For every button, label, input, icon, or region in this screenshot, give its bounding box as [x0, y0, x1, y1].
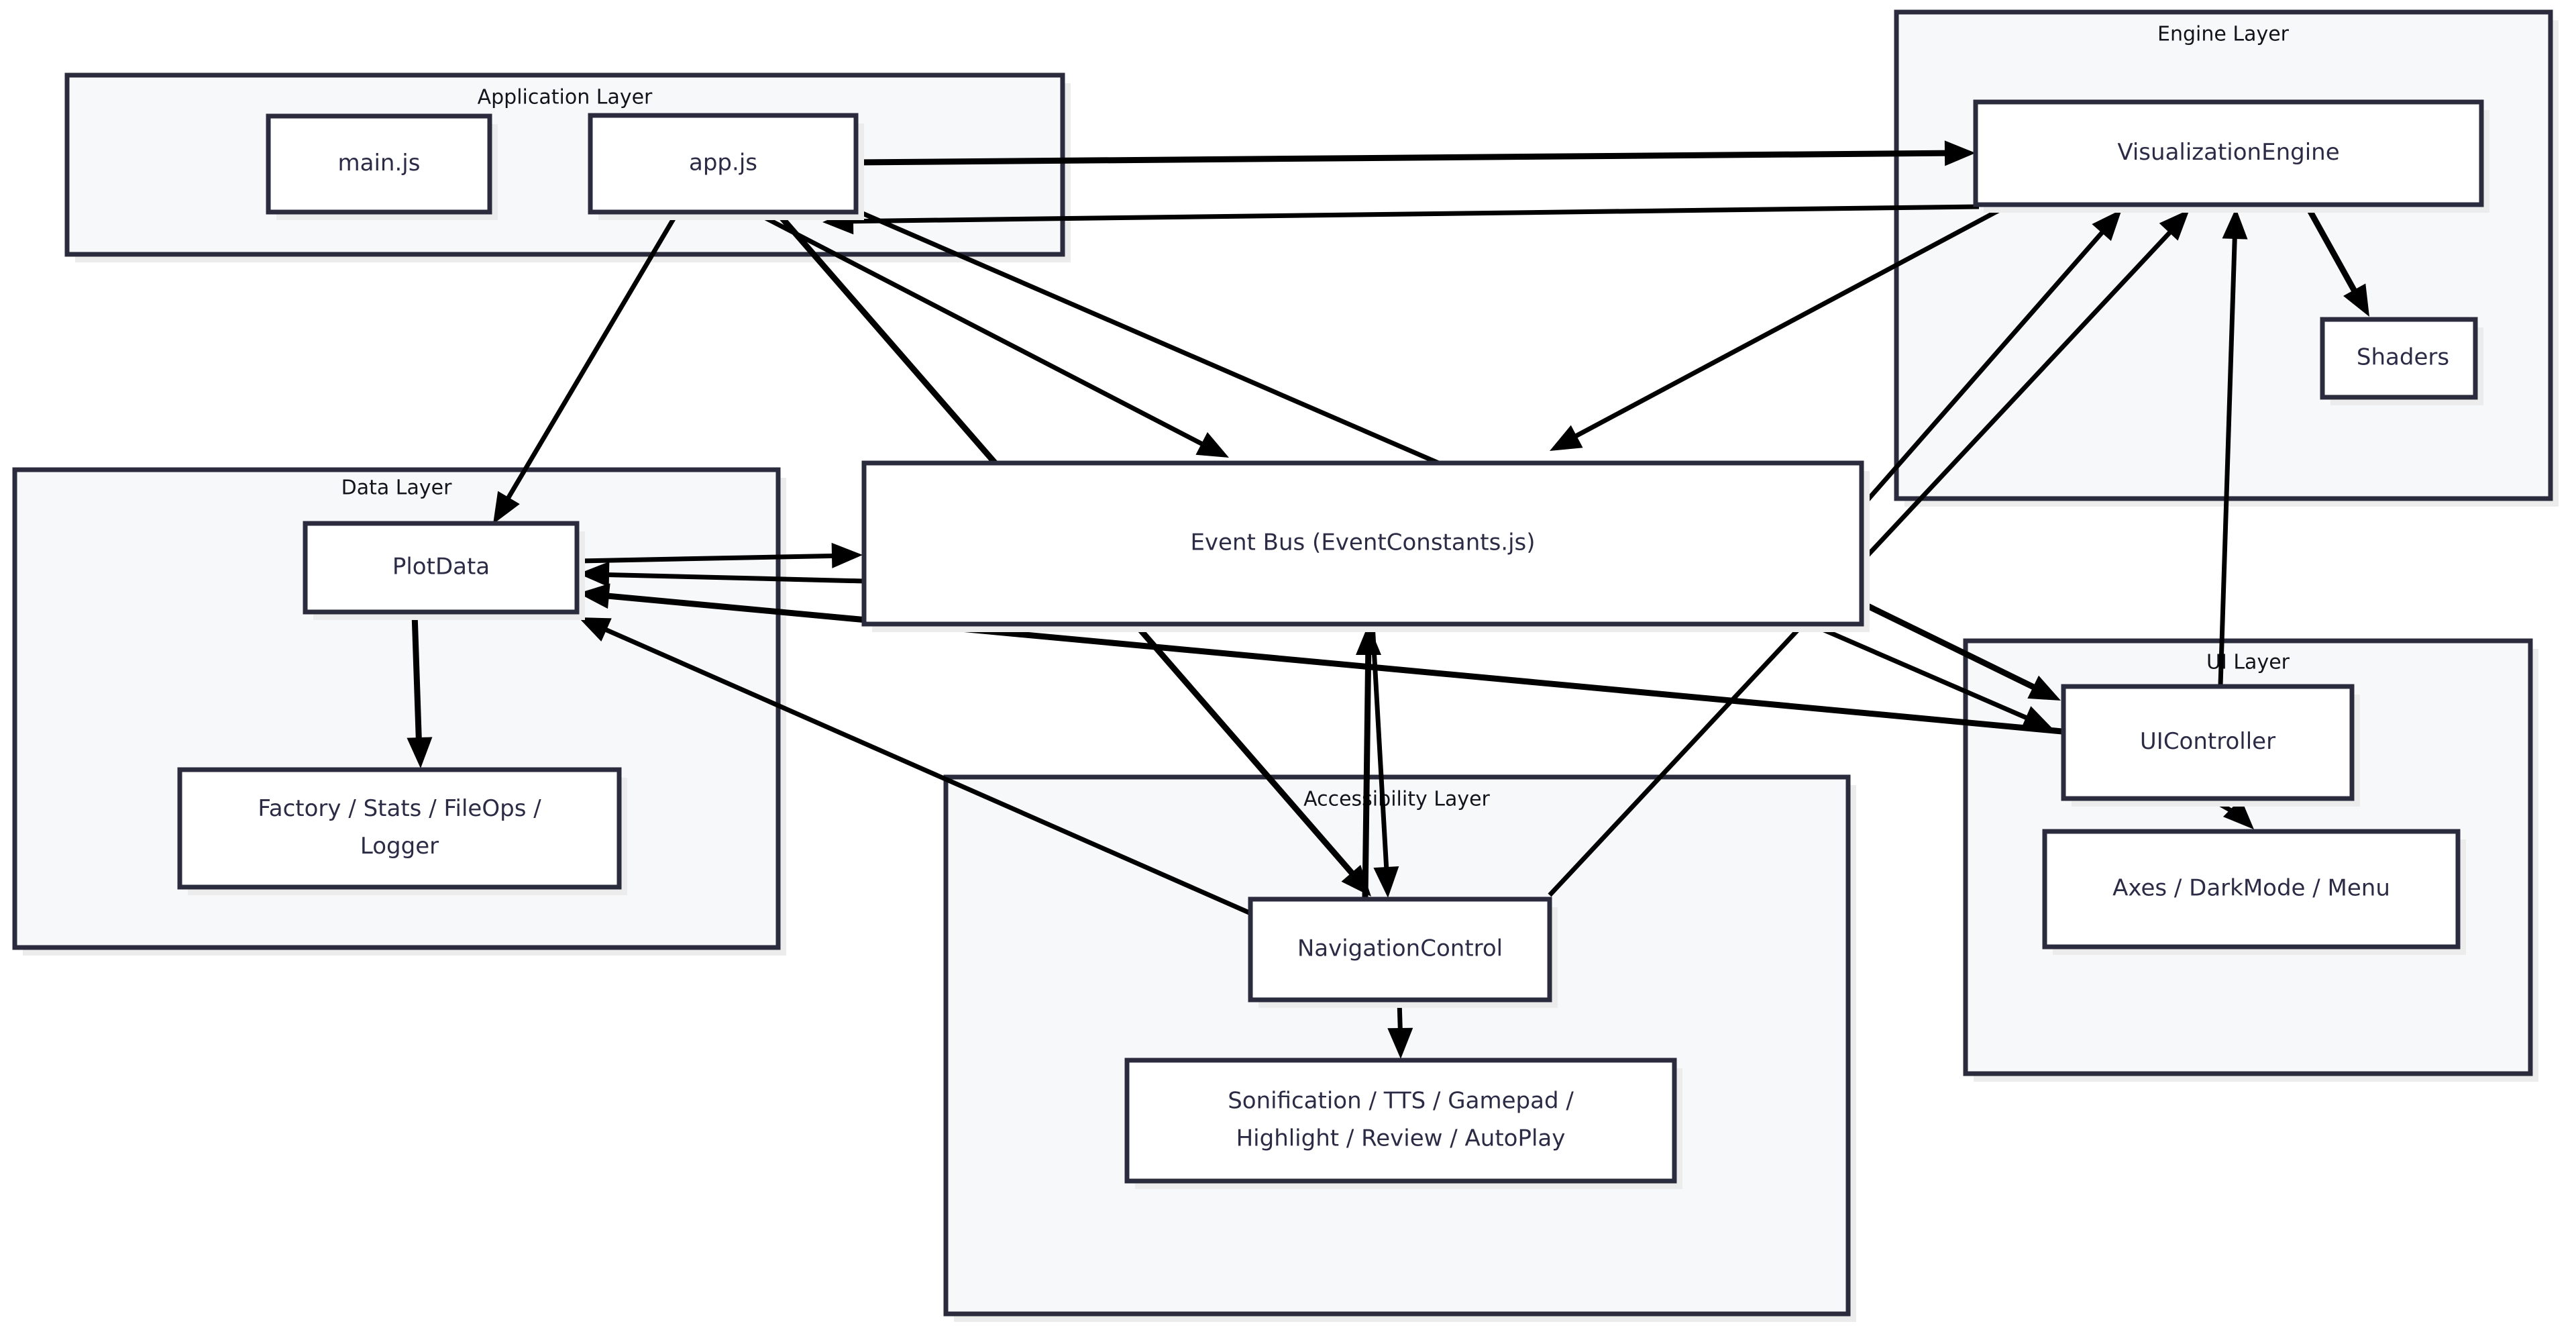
edge-line: [1862, 601, 2047, 697]
node-app-js[interactable]: app.js: [588, 113, 864, 220]
node-label-main-js: main.js: [338, 150, 421, 176]
edge-app-js-to-event-bus: [753, 209, 1229, 458]
node-ui-controller[interactable]: UIController: [2061, 684, 2360, 807]
node-border[interactable]: [2320, 317, 2478, 400]
cluster-label-application-layer: Application Layer: [478, 86, 653, 109]
edge-event-bus-to-plot-data: [578, 561, 865, 587]
arrowhead: [2343, 283, 2369, 317]
node-border[interactable]: [2042, 829, 2461, 950]
edge-navigation-control-to-event-bus: [1356, 624, 1382, 899]
edge-ui-controller-to-plot-data: [578, 583, 2063, 735]
node-label-ui-controller: UIController: [2140, 728, 2275, 755]
edge-app-js-to-visualization-engine: [855, 140, 1976, 166]
node-border[interactable]: [303, 521, 580, 615]
node-border[interactable]: [861, 460, 1864, 627]
arrowhead: [578, 617, 612, 642]
edge-line: [1862, 219, 2114, 507]
arrowhead: [578, 561, 610, 587]
node-border[interactable]: [588, 113, 859, 215]
edge-line: [594, 572, 865, 584]
arrowhead: [2092, 209, 2122, 242]
arrowhead: [2222, 208, 2248, 240]
edge-line: [592, 591, 2063, 735]
edge-app-js-to-plot-data: [493, 211, 680, 524]
cluster-accessibility-layer: Accessibility Layer: [943, 774, 1856, 1322]
node-border[interactable]: [2061, 684, 2355, 801]
edge-line: [1362, 638, 1372, 899]
node-border[interactable]: [266, 113, 492, 215]
node-label-ui-modules: Axes / DarkMode / Menu: [2112, 875, 2390, 902]
edge-plot-data-to-event-bus: [578, 542, 863, 568]
arrowhead: [1550, 425, 1583, 451]
cluster-label-engine-layer: Engine Layer: [2157, 23, 2290, 46]
node-shaders[interactable]: Shaders: [2320, 317, 2483, 405]
arrowhead: [407, 737, 433, 768]
arrowhead: [1944, 140, 1976, 166]
edge-line: [837, 204, 1980, 224]
node-main-js[interactable]: main.js: [266, 113, 498, 220]
edge-line: [2218, 222, 2238, 686]
node-group: main.js app.js VisualizationEngineShadersP…: [177, 99, 2489, 1189]
edge-event-bus-to-ui-controller: [1862, 601, 2061, 701]
edge-visualization-engine-to-event-bus: [1550, 204, 2007, 451]
node-text-clip: Shaders: [2357, 344, 2449, 371]
node-label-app-js: app.js: [689, 150, 757, 176]
node-label-plot-data: PlotData: [392, 554, 490, 580]
edge-event-bus-to-visualization-engine: [1862, 209, 2122, 507]
node-label-data-utils: Logger: [360, 833, 439, 860]
cluster-label-data-layer: Data Layer: [341, 476, 452, 500]
edge-line: [1562, 204, 2007, 446]
node-border[interactable]: [1248, 896, 1552, 1003]
arrowhead: [1373, 866, 1399, 898]
node-navigation-control[interactable]: NavigationControl: [1248, 896, 1558, 1008]
node-label-shaders: Shaders: [2357, 344, 2449, 371]
node-label-a11y-modules: Highlight / Review / AutoPlay: [1236, 1125, 1566, 1152]
cluster-border: [1894, 9, 2553, 501]
arrowhead: [578, 583, 610, 609]
arrowhead: [2027, 675, 2061, 701]
node-label-data-utils: Factory / Stats / FileOps /: [258, 795, 541, 822]
cluster-application-layer: Application Layer: [64, 72, 1071, 262]
arrowhead: [831, 542, 863, 568]
node-data-utils[interactable]: Factory / Stats / FileOps / Logger: [177, 767, 627, 895]
edge-line: [2305, 205, 2364, 305]
arrowhead: [2021, 706, 2054, 730]
arrowhead: [1356, 624, 1382, 656]
edge-navigation-control-to-a11y-modules: [1387, 1001, 1413, 1059]
node-label-a11y-modules: Sonification / TTS / Gamepad /: [1228, 1088, 1574, 1115]
node-plot-data[interactable]: PlotData: [303, 521, 585, 620]
edge-plot-data-to-data-utils: [407, 613, 433, 768]
node-label-navigation-control: NavigationControl: [1297, 935, 1503, 962]
edge-line: [592, 621, 1250, 915]
edge-line: [411, 613, 423, 754]
node-label-visualization-engine: VisualizationEngine: [2117, 139, 2339, 166]
arrowhead: [2222, 799, 2254, 829]
cluster-label-accessibility-layer: Accessibility Layer: [1303, 788, 1490, 811]
edge-line: [578, 553, 847, 564]
node-label-event-bus: Event Bus (EventConstants.js): [1190, 529, 1535, 556]
arrowhead: [1387, 1027, 1413, 1059]
edge-line: [498, 211, 680, 511]
node-a11y-modules[interactable]: Sonification / TTS / Gamepad / Highlight …: [1124, 1058, 1682, 1189]
node-border[interactable]: [1973, 99, 2484, 207]
node-visualization-engine[interactable]: VisualizationEngine: [1973, 99, 2489, 213]
node-border[interactable]: [177, 767, 622, 890]
edge-line: [753, 209, 1217, 454]
arrowhead: [1195, 431, 1229, 458]
edge-visualization-engine-to-shaders: [2305, 205, 2369, 317]
arrowhead: [2159, 209, 2190, 241]
node-event-bus[interactable]: Event Bus (EventConstants.js): [861, 460, 1870, 632]
edge-line: [855, 150, 1963, 166]
node-ui-modules[interactable]: Axes / DarkMode / Menu: [2042, 829, 2466, 955]
edge-ui-controller-to-visualization-engine: [2218, 208, 2248, 686]
arrowhead: [493, 491, 520, 524]
node-border[interactable]: [1124, 1058, 1677, 1184]
edge-navigation-control-to-plot-data: [578, 617, 1250, 915]
